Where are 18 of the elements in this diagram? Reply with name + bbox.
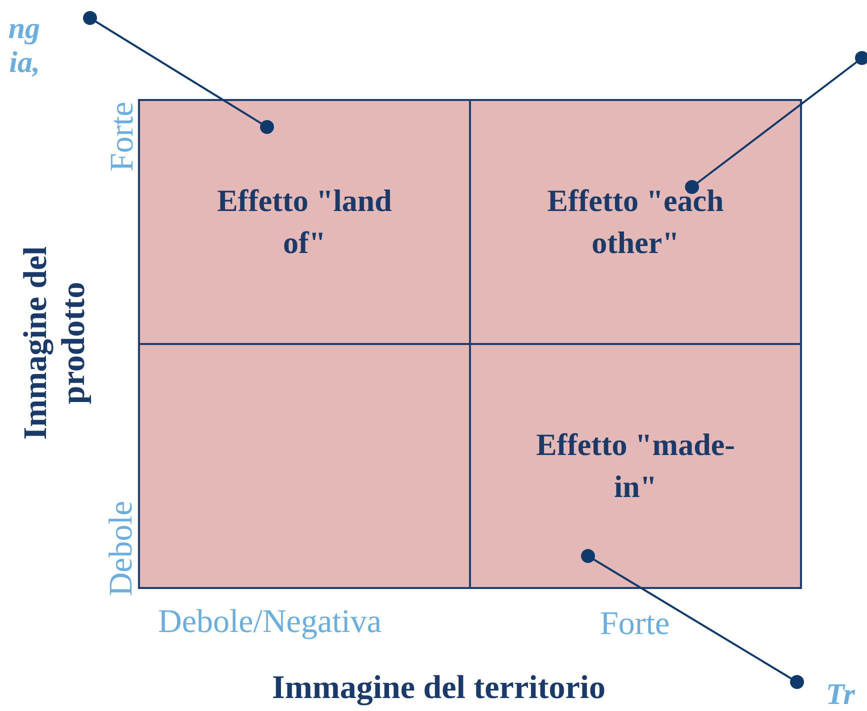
matrix-cell — [469, 343, 802, 589]
cell-label: Effetto "each other" — [546, 182, 725, 262]
callout-text: ng ia, — [0, 12, 40, 80]
axis-tick-label: Forte — [600, 606, 670, 643]
cell-label: Effetto "made-in" — [535, 426, 736, 506]
axis-title: Immagine del prodotto — [17, 245, 93, 442]
leader-line — [83, 11, 274, 134]
axis-title: Immagine del territorio — [272, 670, 606, 707]
matrix-cell — [138, 99, 471, 345]
axis-tick-label: Forte — [104, 100, 142, 174]
matrix-cell — [469, 99, 802, 345]
cell-label: Effetto "land of" — [216, 182, 393, 262]
callout-text: Tr — [826, 678, 866, 711]
matrix-cell — [138, 343, 471, 589]
axis-tick-label: Debole — [104, 500, 140, 598]
leader-line — [581, 549, 804, 689]
axis-tick-label: Debole/Negativa — [158, 604, 382, 641]
leader-line — [685, 51, 867, 194]
